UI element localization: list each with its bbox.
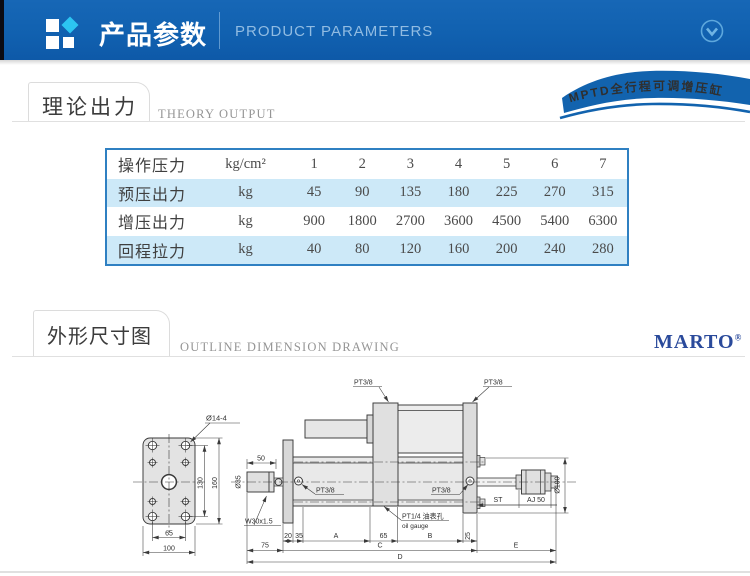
section-theory-title: 理论出力 [42,95,138,119]
section-theory-subtitle: THEORY OUTPUT [158,107,276,121]
svg-text:A: A [334,533,339,540]
svg-text:65: 65 [165,531,173,538]
svg-text:PT1/4 油表孔: PT1/4 油表孔 [402,512,444,521]
section-divider [12,356,745,357]
chevron-down-icon[interactable] [698,17,726,45]
svg-text:B: B [428,533,433,540]
promo-ribbon: MPTD全行程可调增压缸 [559,70,750,120]
svg-text:ST: ST [494,497,504,504]
svg-text:E: E [514,543,519,550]
row-label: 操作压力 [118,158,187,176]
svg-text:D: D [397,554,402,561]
theory-output-table: 操作压力 kg/cm² 1 2 3 4 5 6 7 预压出力 kg 45 90 … [105,148,629,266]
svg-text:75: 75 [261,543,269,550]
header-bar: 产品参数 PRODUCT PARAMETERS [0,0,750,65]
side-view: Ø35 50 W30x1.5 PT3/8 PT3/8 PT3/8 PT3/8 Ø… [231,380,578,564]
section-divider [12,121,745,122]
svg-text:35: 35 [295,533,303,540]
page-title: 产品参数 [99,20,208,50]
row-unit: kg [238,184,253,201]
row-unit: kg [238,241,253,258]
page-subtitle: PRODUCT PARAMETERS [235,23,434,40]
svg-text:C: C [377,543,382,550]
section-theory-tab: 理论出力 [28,82,150,121]
row-unit: kg [238,212,253,229]
table-row: 操作压力 kg/cm² 1 2 3 4 5 6 7 [107,150,627,179]
row-label: 增压出力 [118,215,187,233]
svg-text:160: 160 [212,477,219,489]
section-outline-title: 外形尺寸图 [47,326,152,348]
svg-text:W30x1.5: W30x1.5 [245,519,273,526]
svg-text:PT3/8: PT3/8 [432,488,451,495]
svg-text:Ø14-4: Ø14-4 [206,414,227,423]
svg-text:Ø100: Ø100 [555,476,562,493]
section-outline-subtitle: OUTLINE DIMENSION DRAWING [180,340,400,354]
svg-text:50: 50 [257,456,265,463]
svg-text:20: 20 [284,533,292,540]
row-unit: kg/cm² [225,155,266,172]
logo-squares-icon [46,16,80,51]
outline-dimension-drawing: 130 160 Ø14-4 65 100 [133,380,578,564]
svg-text:AJ 50: AJ 50 [527,497,545,504]
svg-text:PT3/8: PT3/8 [484,380,503,387]
page-bottom-border [0,571,750,573]
svg-text:oil gauge: oil gauge [402,523,429,530]
row-label: 回程拉力 [118,243,187,261]
table-row: 增压出力 kg 900 1800 2700 3600 4500 5400 630… [107,207,627,236]
svg-text:PT3/8: PT3/8 [316,488,335,495]
svg-text:Ø35: Ø35 [236,475,243,488]
table-row: 预压出力 kg 45 90 135 180 225 270 315 [107,178,627,207]
section-outline-tab: 外形尺寸图 [33,310,170,356]
svg-text:PT3/8: PT3/8 [354,380,373,387]
svg-text:65: 65 [380,533,388,540]
header-divider [219,12,220,49]
table-row: 回程拉力 kg 40 80 120 160 200 240 280 [107,235,627,264]
row-label: 预压出力 [118,186,187,204]
svg-text:130: 130 [198,477,205,489]
header-left-strip [0,0,4,60]
svg-text:100: 100 [163,546,175,553]
front-view: 130 160 Ø14-4 65 100 [133,414,240,556]
svg-text:25: 25 [465,532,472,540]
brand-logo: MARTO® [654,331,743,353]
